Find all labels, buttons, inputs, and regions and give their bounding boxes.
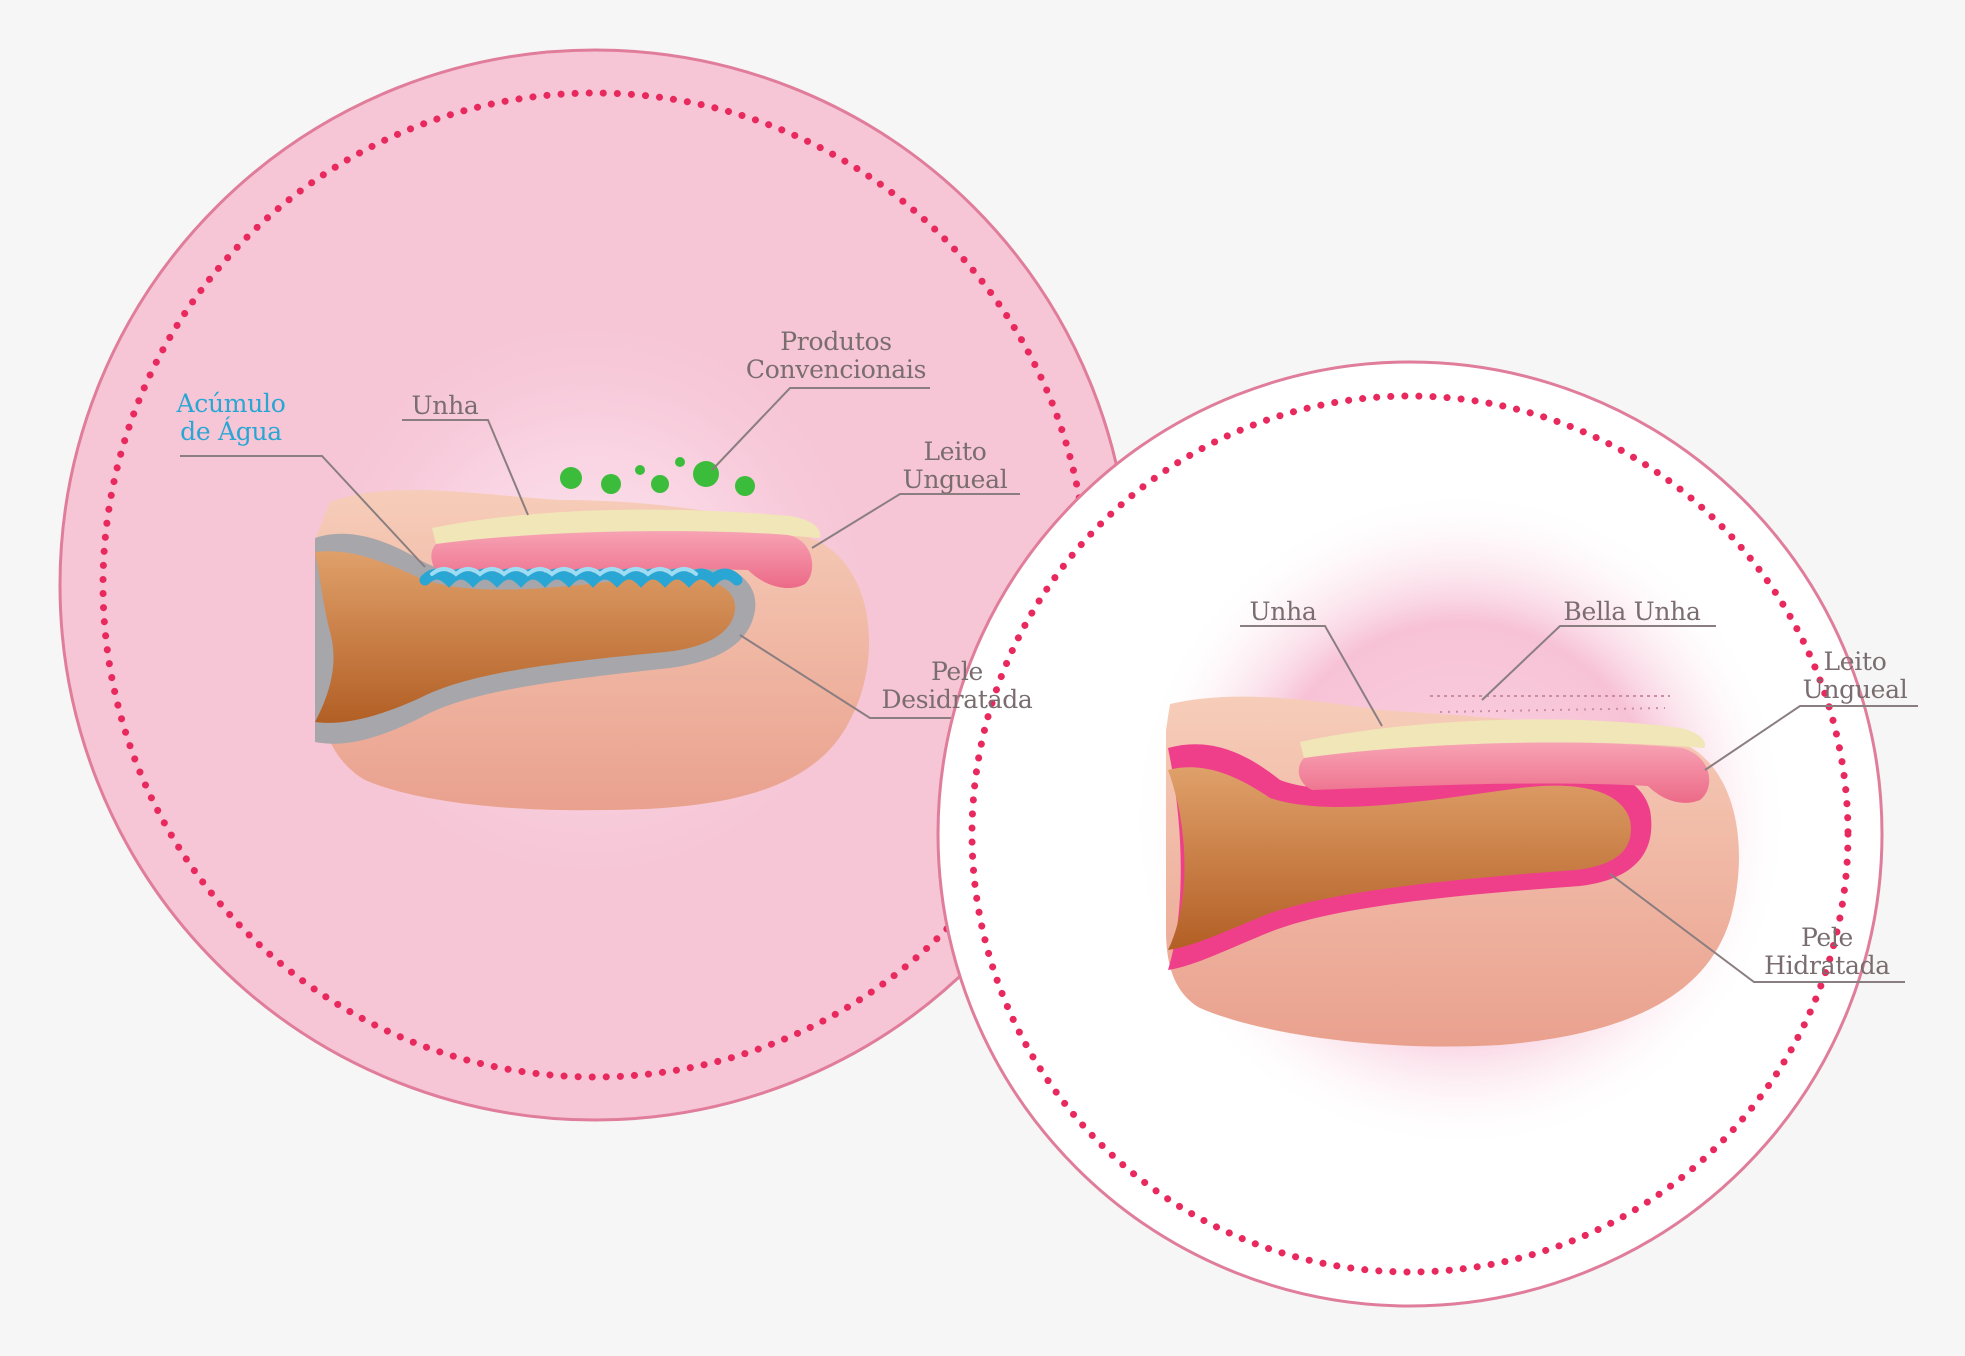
label-hydrated-skin: Pele Hidratada (1752, 924, 1902, 980)
product-droplet (693, 461, 719, 487)
product-droplet (635, 465, 645, 475)
right-panel (938, 362, 1918, 1306)
label-nail-bed-right: Leito Ungueal (1790, 648, 1920, 704)
label-nail-left: Unha (400, 392, 490, 420)
product-droplet (651, 475, 669, 493)
label-dehydrated-skin: Pele Desidratada (872, 658, 1042, 714)
label-line: de Água (176, 418, 286, 446)
label-line: Pele (1752, 924, 1902, 952)
right-finger (1166, 696, 1739, 1047)
label-line: Unha (1240, 598, 1326, 626)
label-line: Produtos (736, 328, 936, 356)
label-line: Leito (890, 438, 1020, 466)
label-line: Ungueal (890, 466, 1020, 494)
label-line: Unha (400, 392, 490, 420)
water-accumulation (425, 574, 737, 580)
label-line: Acúmulo (176, 390, 286, 418)
product-droplet (735, 476, 755, 496)
label-line: Desidratada (872, 686, 1042, 714)
label-bella-unha: Bella Unha (1546, 598, 1718, 626)
product-droplet (601, 474, 621, 494)
product-droplet (560, 467, 582, 489)
label-line: Ungueal (1790, 676, 1920, 704)
label-line: Bella Unha (1546, 598, 1718, 626)
label-line: Hidratada (1752, 952, 1902, 980)
label-nail-right: Unha (1240, 598, 1326, 626)
label-line: Leito (1790, 648, 1920, 676)
product-droplet (675, 457, 685, 467)
label-nail-bed-left: Leito Ungueal (890, 438, 1020, 494)
label-line: Pele (872, 658, 1042, 686)
label-line: Convencionais (736, 356, 936, 384)
label-conventional-products: Produtos Convencionais (736, 328, 936, 384)
label-water-accumulation: Acúmulo de Água (176, 390, 286, 446)
